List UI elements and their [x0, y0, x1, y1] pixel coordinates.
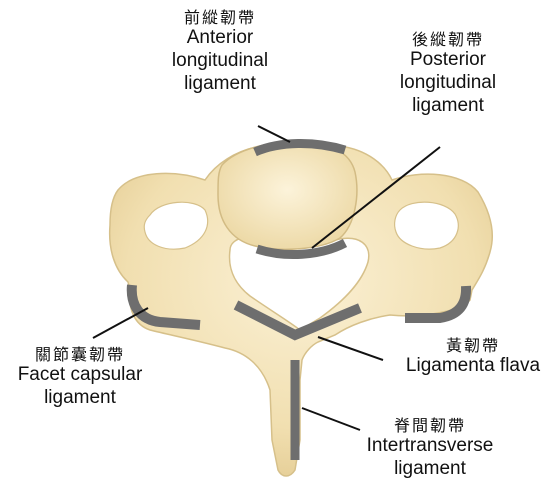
- label-anterior-line-2: longitudinal: [150, 50, 290, 73]
- label-flava-cjk: 黃韌帶: [390, 336, 556, 355]
- label-posterior: 後縱韌帶 Posterior longitudinal ligament: [378, 30, 518, 118]
- label-anterior-line-1: Anterior: [150, 27, 290, 50]
- leader-intertransverse: [302, 408, 360, 430]
- label-posterior-line-2: longitudinal: [378, 72, 518, 95]
- leader-flava: [318, 337, 383, 360]
- right-transverse-foramen: [395, 202, 459, 249]
- label-posterior-line-1: Posterior: [378, 49, 518, 72]
- label-flava: 黃韌帶 Ligamenta flava: [390, 336, 556, 378]
- label-anterior-line-3: ligament: [150, 73, 290, 96]
- label-intertransverse-line-2: ligament: [355, 458, 505, 481]
- label-anterior-cjk: 前縱韌帶: [150, 8, 290, 27]
- label-intertransverse-line-1: Intertransverse: [355, 435, 505, 458]
- label-facet-line-1: Facet capsular: [0, 364, 160, 387]
- label-posterior-line-3: ligament: [378, 95, 518, 118]
- label-facet-line-2: ligament: [0, 387, 160, 410]
- vertebral-body: [218, 142, 357, 250]
- label-intertransverse-cjk: 脊間韌帶: [355, 416, 505, 435]
- label-anterior: 前縱韌帶 Anterior longitudinal ligament: [150, 8, 290, 96]
- label-posterior-cjk: 後縱韌帶: [378, 30, 518, 49]
- label-flava-line-1: Ligamenta flava: [390, 355, 556, 378]
- leader-anterior: [258, 126, 290, 142]
- label-intertransverse: 脊間韌帶 Intertransverse ligament: [355, 416, 505, 481]
- label-facet-cjk: 關節囊韌帶: [0, 345, 160, 364]
- label-facet: 關節囊韌帶 Facet capsular ligament: [0, 345, 160, 410]
